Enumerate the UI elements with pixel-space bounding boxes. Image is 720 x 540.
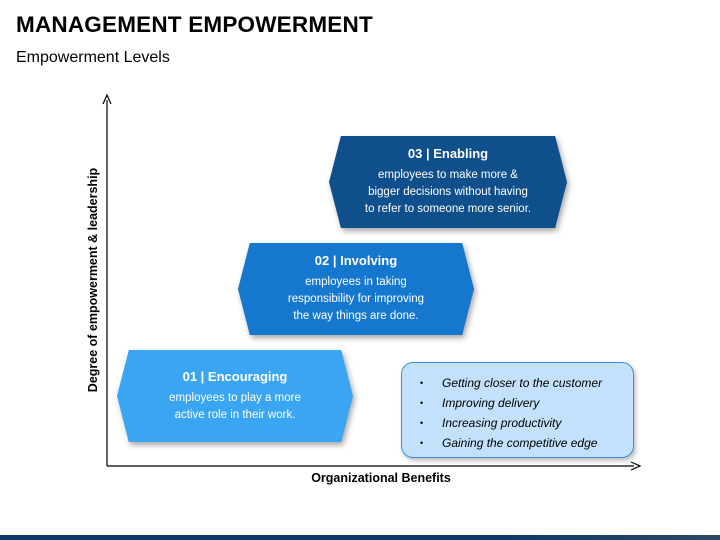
- level-involving-line: employees in taking: [305, 276, 407, 288]
- level-enabling-title: 03 | Enabling: [407, 146, 489, 161]
- benefit-text: Improving delivery: [442, 396, 540, 410]
- benefit-item: • Getting closer to the customer: [418, 373, 633, 393]
- level-encouraging-description: employees to play a more active role in …: [169, 390, 301, 424]
- page-title: MANAGEMENT EMPOWERMENT: [16, 12, 373, 37]
- level-enabling-shape: 03 | Enabling employees to make more & b…: [329, 136, 567, 228]
- level-involving-shape: 02 | Involving employees in taking respo…: [238, 243, 474, 335]
- level-involving-description: employees in taking responsibility for i…: [288, 274, 424, 325]
- bottom-accent-bar: [0, 535, 720, 540]
- x-axis-label: Organizational Benefits: [311, 471, 451, 485]
- level-enabling-hexagon: 03 | Enabling employees to make more & b…: [329, 136, 567, 228]
- benefit-text: Gaining the competitive edge: [442, 436, 598, 450]
- level-enabling-description: employees to make more & bigger decision…: [365, 167, 531, 218]
- level-enabling-line: bigger decisions without having: [368, 186, 528, 198]
- bullet-icon: •: [420, 438, 424, 448]
- bullet-icon: •: [420, 418, 424, 428]
- level-involving-hexagon: 02 | Involving employees in taking respo…: [238, 243, 474, 335]
- level-involving-line: the way things are done.: [293, 310, 419, 322]
- page-subtitle: Empowerment Levels: [16, 49, 170, 66]
- level-encouraging-shape: 01 | Encouraging employees to play a mor…: [117, 350, 353, 442]
- y-axis-label: Degree of empowerment & leadership: [86, 167, 100, 393]
- benefit-item: • Improving delivery: [418, 393, 633, 413]
- level-involving-line: responsibility for improving: [287, 293, 425, 305]
- benefits-list: • Getting closer to the customer • Improvi…: [418, 373, 633, 453]
- benefits-box: • Getting closer to the customer • Improvi…: [401, 362, 634, 458]
- level-enabling-line: to refer to someone more senior.: [364, 203, 532, 215]
- benefit-item: • Gaining the competitive edge: [418, 433, 633, 453]
- x-axis-arrowhead: [630, 461, 642, 471]
- level-enabling-line: employees to make more &: [378, 169, 518, 181]
- bullet-icon: •: [420, 378, 424, 388]
- bullet-icon: •: [420, 398, 424, 408]
- benefit-text: Increasing productivity: [442, 416, 562, 430]
- level-encouraging-hexagon: 01 | Encouraging employees to play a mor…: [117, 350, 353, 442]
- level-encouraging-title: 01 | Encouraging: [182, 368, 288, 384]
- y-axis-arrowhead: [102, 93, 112, 105]
- level-encouraging-line: active role in their work.: [174, 408, 296, 421]
- level-involving-title: 02 | Involving: [314, 253, 398, 268]
- benefit-item: • Increasing productivity: [418, 413, 633, 433]
- level-encouraging-line: employees to play a more: [169, 391, 301, 404]
- benefit-text: Getting closer to the customer: [442, 376, 603, 390]
